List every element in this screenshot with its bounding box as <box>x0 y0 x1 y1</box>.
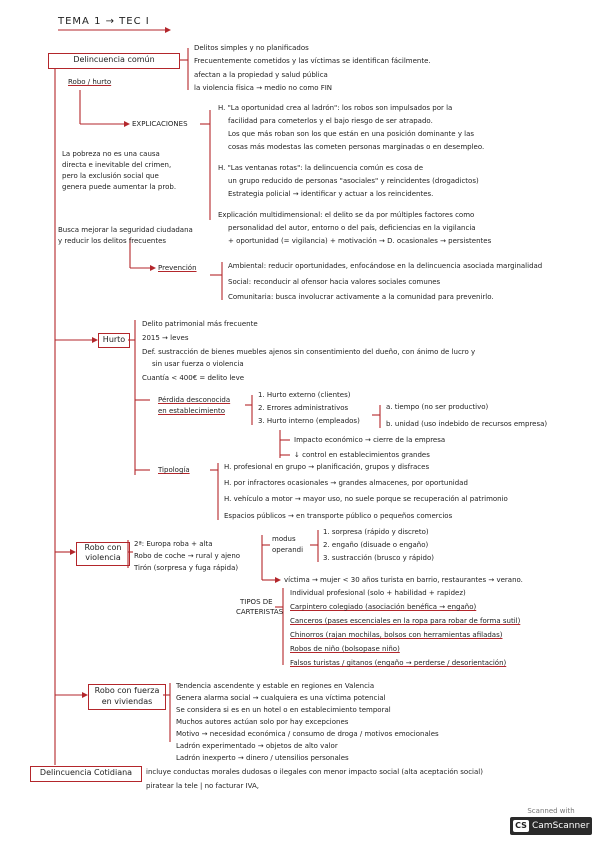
robo-fuerza-box <box>88 684 166 710</box>
modus-item: 2. engaño (disuade o engaño) <box>323 541 429 549</box>
perdida-item: 2. Errores administrativos <box>258 404 349 412</box>
hurto-item: 2015 → leves <box>142 334 189 342</box>
explicacion-line: facilidad para cometerlos y el bajo ries… <box>228 117 433 125</box>
interno-item: b. unidad (uso indebido de recursos empr… <box>386 420 548 428</box>
explicacion-line: Explicación multidimensional: el delito … <box>218 211 475 219</box>
tipologia-label: Tipología <box>158 466 190 474</box>
prevencion-item: Social: reconducir al ofensor hacia valo… <box>228 278 441 286</box>
tipologia-item: H. profesional en grupo → planificación,… <box>224 463 430 471</box>
watermark-badge: CS CamScanner <box>510 817 592 835</box>
robo-fuerza-item: Tendencia ascendente y estable en region… <box>176 682 375 690</box>
carterista-item: Carpintero colegiado (asociación benéfic… <box>290 603 477 611</box>
feature-line: afectan a la propiedad y salud pública <box>194 71 328 79</box>
explicacion-line: + oportunidad (= vigilancia) + motivació… <box>228 237 492 245</box>
tipologia-item: Espacios públicos → en transporte públic… <box>224 512 453 520</box>
pobreza-note: genera puede aumentar la prob. <box>62 183 177 191</box>
pobreza-note: La pobreza no es una causa <box>62 150 160 158</box>
carterista-item: Chinorros (rajan mochilas, bolsos con he… <box>290 631 503 639</box>
tipologia-item: H. por infractores ocasionales → grandes… <box>224 479 468 487</box>
robo-hurto-label: Robo / hurto <box>68 78 112 86</box>
delincuencia-cotidiana-box <box>30 766 142 782</box>
hurto-item: sin usar fuerza o violencia <box>152 360 244 368</box>
perdida-item: 1. Hurto externo (clientes) <box>258 391 351 399</box>
hurto-item: Def. sustracción de bienes muebles ajeno… <box>142 348 476 356</box>
watermark-caption: Scanned with <box>527 807 575 815</box>
page-title: TEMA 1 → TEC I <box>58 16 150 27</box>
prevencion-item: Comunitaria: busca involucrar activament… <box>228 293 494 301</box>
perdida-label: en establecimiento <box>158 407 225 415</box>
explicacion-line: Estrategia policial → identificar y actu… <box>228 190 434 198</box>
explicacion-line: H. "La oportunidad crea al ladrón": los … <box>218 104 453 112</box>
modus-item: 3. sustracción (brusco y rápido) <box>323 554 435 562</box>
prevencion-item: Ambiental: reducir oportunidades, enfocá… <box>228 262 543 270</box>
prevencion-note: y reducir los delitos frecuentes <box>58 237 167 245</box>
delincuencia-comun-box <box>48 53 180 69</box>
robo-fuerza-item: Ladrón inexperto → dinero / utensilios p… <box>176 754 349 762</box>
tipologia-item: H. vehículo a motor → mayor uso, no suel… <box>224 495 508 503</box>
robo-fuerza-item: Se considera si es en un hotel o en esta… <box>176 706 391 714</box>
modus-label: operandi <box>272 546 304 554</box>
cotidiana-line: piratear la tele | no facturar IVA, <box>146 782 259 790</box>
watermark-name: CamScanner <box>532 821 590 831</box>
hurto-box <box>98 333 130 348</box>
victima-line: víctima → mujer < 30 años turista en bar… <box>284 576 523 584</box>
robo-fuerza-label: en viviendas <box>101 697 153 706</box>
feature-line: Frecuentemente cometidos y las víctimas … <box>194 57 431 65</box>
prevencion-label: Prevención <box>158 264 197 272</box>
robo-violencia-box <box>76 542 130 566</box>
hurto-item: Delito patrimonial más frecuente <box>142 320 258 328</box>
modus-item: 1. sorpresa (rápido y discreto) <box>323 528 429 536</box>
robo-violencia-item: Tirón (sorpresa y fuga rápida) <box>134 564 239 572</box>
hurto-item: Cuantía < 400€ = delito leve <box>142 374 245 382</box>
explicacion-line: H. "Las ventanas rotas": la delincuencia… <box>218 164 424 172</box>
feature-line: la violencia física → medio no como FIN <box>194 84 333 92</box>
robo-violencia-item: Robo de coche → rural y ajeno <box>134 552 241 560</box>
tipos-label: TIPOS DE <box>240 598 273 606</box>
robo-fuerza-item: Genera alarma social → cualquiera es una… <box>176 694 386 702</box>
camscanner-logo-icon: CS <box>513 820 529 832</box>
prevencion-note: Busca mejorar la seguridad ciudadana <box>58 226 193 234</box>
camscanner-watermark: Scanned with CS CamScanner <box>510 807 592 837</box>
hurto-label: Hurto <box>102 335 126 344</box>
robo-fuerza-item: Ladrón experimentado → objetos de alto v… <box>176 742 338 750</box>
delincuencia-comun-label: Delincuencia común <box>73 55 155 64</box>
explicaciones-label: EXPLICACIONES <box>132 120 188 128</box>
impacto-item: Impacto económico → cierre de la empresa <box>294 436 446 444</box>
carterista-item: Canceros (pases escenciales en la ropa p… <box>290 617 521 625</box>
tipos-label: CARTERISTAS <box>236 608 284 616</box>
modus-label: modus <box>272 535 296 543</box>
robo-violencia-label: Robo con <box>84 543 122 552</box>
perdida-label: Pérdida desconocida <box>158 396 231 404</box>
pobreza-note: directa e inevitable del crimen, <box>62 161 172 169</box>
explicacion-line: cosas más modestas las cometen personas … <box>228 143 485 151</box>
pobreza-note: pero la exclusión social que <box>62 172 159 180</box>
robo-fuerza-item: Muchos autores actúan solo por hay excep… <box>176 718 349 726</box>
robo-violencia-label: violencia <box>85 553 121 562</box>
explicacion-line: personalidad del autor, entorno o del pa… <box>228 224 476 232</box>
delincuencia-cotidiana-label: Delincuencia Cotidiana <box>39 768 133 777</box>
explicacion-line: un grupo reducido de personas "asociales… <box>228 177 479 185</box>
carterista-item: Individual profesional (solo + habilidad… <box>290 589 466 597</box>
cotidiana-line: incluye conductas morales dudosas o ileg… <box>146 768 483 776</box>
robo-fuerza-item: Motivo → necesidad económica / consumo d… <box>176 730 439 738</box>
interno-item: a. tiempo (no ser productivo) <box>386 403 489 411</box>
robo-violencia-item: 2ª: Europa roba + alta <box>134 540 213 548</box>
impacto-item: ↓ control en establecimientos grandes <box>294 451 430 459</box>
robo-fuerza-label: Robo con fuerza <box>94 686 160 695</box>
feature-line: Delitos simples y no planificados <box>194 44 309 52</box>
perdida-item: 3. Hurto interno (empleados) <box>258 417 360 425</box>
explicacion-line: Los que más roban son los que están en u… <box>228 130 475 138</box>
carterista-item: Robos de niño (bolsopase niño) <box>290 645 400 653</box>
carterista-item: Falsos turistas / gitanos (engaño → perd… <box>290 659 507 667</box>
